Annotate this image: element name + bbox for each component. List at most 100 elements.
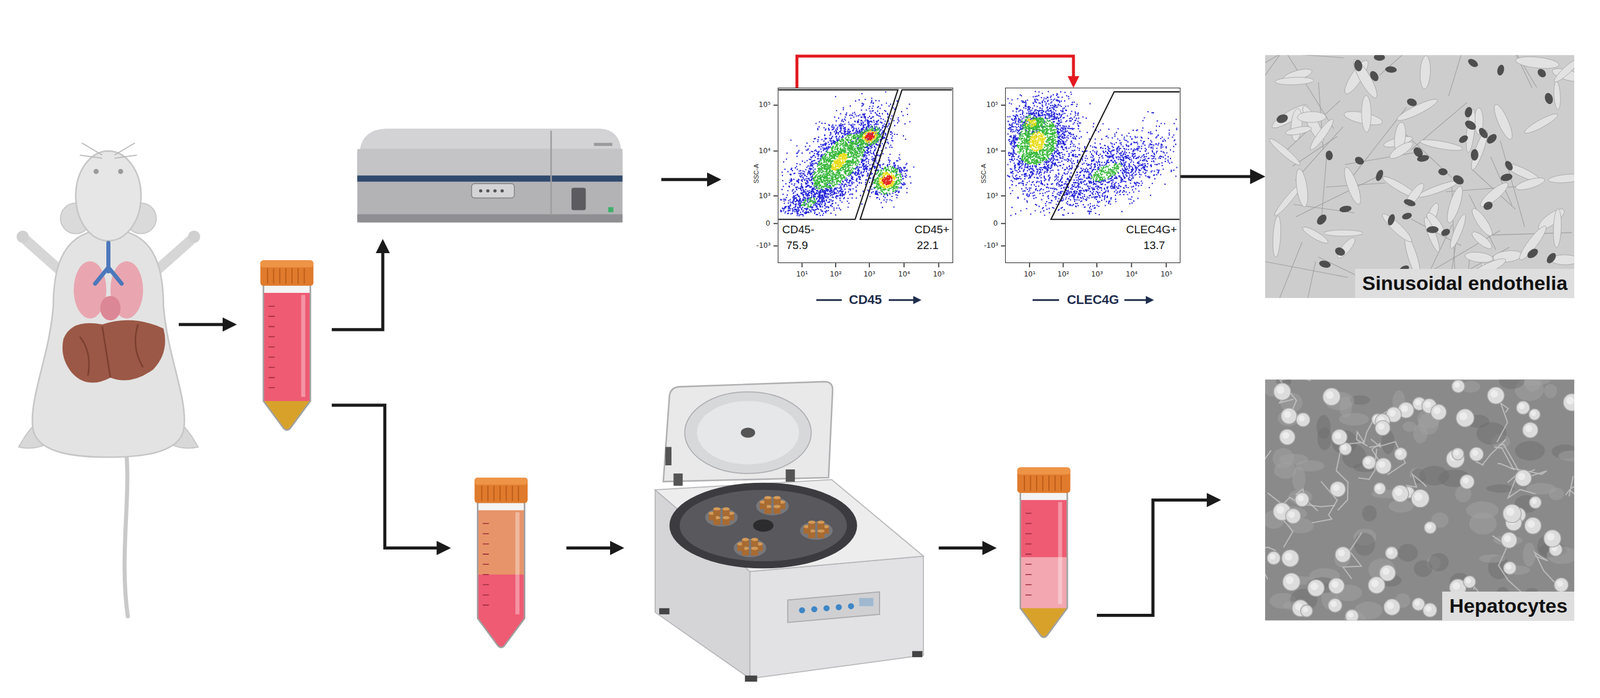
cell-nucleus [1433,406,1441,414]
cell-nucleus [1296,412,1311,427]
cell-fiber [1471,168,1516,210]
axis-title: SSC-A [752,163,760,184]
tick-label: 10³ [863,270,876,279]
tick-label: 10³ [1091,270,1103,279]
cell-nucleus [1375,458,1392,474]
cell-nucleus [1495,63,1505,76]
cell-nucleus [1345,609,1359,621]
cell-body [1402,181,1427,209]
cell-body [1395,95,1440,124]
scatter-dots [1025,118,1047,152]
cell-nucleus [1347,611,1354,618]
conical-tube [1058,501,1063,605]
cell-texture [1522,542,1536,567]
cell-nucleus [1330,481,1346,497]
cell-nucleus [1269,553,1276,560]
rotor-bucket [756,496,789,515]
axis-arrow [1032,299,1059,301]
cell-nucleus [1302,606,1308,612]
cell-nucleus [1378,460,1386,468]
rotor-bucket [705,507,739,526]
cell-texture [1558,450,1575,462]
cell-nucleus [1487,386,1505,404]
cell-nucleus [1370,579,1379,588]
cell-texture [1316,414,1331,439]
cell-nucleus [1505,563,1512,570]
cell-body [1552,208,1563,248]
cell-nucleus [1273,382,1291,400]
cell-nucleus [1465,577,1471,584]
cell-nucleus [1330,600,1338,608]
cell-nucleus [1439,227,1451,238]
rotor-tube [722,515,730,520]
cell-nucleus [1368,576,1385,594]
cell-border [1265,449,1272,494]
cell-nucleus [1525,424,1533,432]
cell-fiber [1321,154,1328,225]
axis-title: SSC-A [979,163,987,184]
cell-nucleus [1525,246,1540,261]
gate-outline [778,89,898,220]
cell-nucleus [1451,379,1465,393]
axis-tick [1029,262,1167,268]
cell-nucleus [1385,546,1398,559]
cell-nucleus [1353,59,1364,72]
centrifuge [740,427,756,438]
cell-nucleus [1424,521,1436,533]
cell-body [1443,184,1466,225]
centrifuge [669,482,858,569]
cell-nucleus [1529,496,1542,509]
cell-nucleus [1335,546,1351,562]
axis-tick [773,105,778,247]
centrifuge [753,519,774,532]
cell-nucleus [1531,498,1537,504]
axis-arrow [816,299,843,301]
cell-body [1464,250,1494,264]
flow-arrow [566,546,622,550]
cell-nucleus [1279,428,1296,445]
cell-nucleus [1414,399,1421,405]
cell-nucleus [1527,520,1536,528]
cell-texture [1543,383,1557,398]
cell-nucleus [1516,400,1530,415]
cell-body [1349,57,1381,101]
rotor-tube [722,507,730,511]
conical-tube [1017,466,1071,474]
cell-nucleus [1453,449,1460,456]
centrifuge [684,391,812,474]
cell-nucleus [1456,409,1475,428]
mouse-illustration [93,168,99,175]
centrifuge [859,597,874,606]
flow-cytometer [500,189,504,193]
centrifuge [847,603,854,609]
flow-plot: CLEC4G+13.7 [1005,87,1181,263]
rotor-tube [750,537,758,542]
cell-body [1290,108,1304,142]
mouse-illustration [95,242,122,284]
cell-nucleus [1382,567,1390,575]
centrifuge [823,604,830,611]
cell-nucleus [1414,492,1423,501]
cell-nucleus [1276,505,1285,514]
cell-nucleus [1276,386,1285,394]
mouse-illustration [75,150,142,241]
cell-nucleus [1503,159,1515,172]
cell-nucleus [1535,67,1548,79]
centrifuge [912,650,923,657]
cell-body [1307,116,1336,152]
cell-nucleus [1504,534,1512,542]
cell-nucleus [1394,487,1403,496]
micrograph-panel: Hepatocytes [1265,379,1575,621]
micrograph-image [1225,21,1597,629]
gate-label: CD45- [782,223,815,237]
cell-nucleus [1281,549,1299,567]
cell-nucleus [1325,390,1334,399]
flow-cytometer [493,189,497,193]
cell-nucleus [1543,529,1561,547]
conical-tube [1025,513,1032,595]
cell-nucleus [1554,577,1569,592]
cell-fiber [1265,258,1349,277]
cell-body [1293,168,1310,208]
flow-arrow [1096,499,1219,615]
cell-nucleus [1431,404,1447,421]
